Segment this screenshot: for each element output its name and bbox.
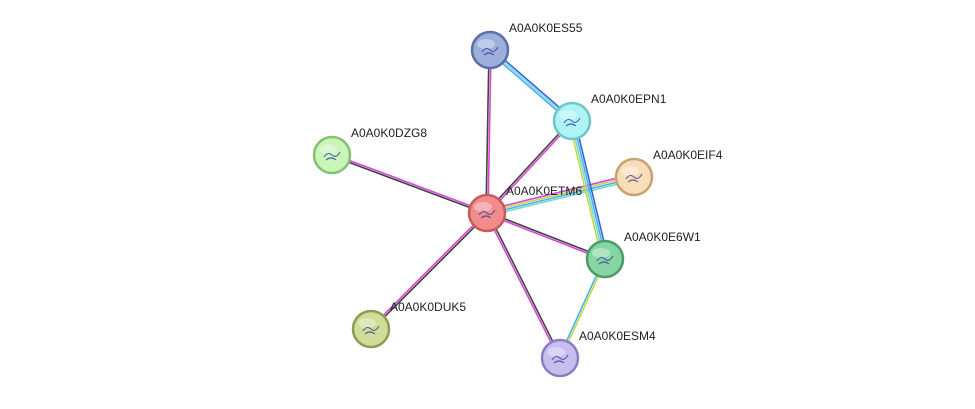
edge-line — [568, 121, 603, 260]
edge-line — [371, 213, 489, 331]
node-label: A0A0K0EIF4 — [653, 148, 723, 162]
edge-A0A0K0ETM6-A0A0K0DZG8 — [331, 153, 488, 215]
edge-line — [487, 212, 562, 358]
edge-line — [331, 155, 487, 215]
edge-A0A0K0EPN1-A0A0K0E6W1 — [568, 120, 609, 260]
node-label: A0A0K0DZG8 — [351, 126, 427, 140]
node-label: A0A0K0ETM6 — [506, 184, 582, 198]
edge-line — [485, 119, 572, 213]
edge-line — [486, 173, 634, 211]
node-A0A0K0EPN1[interactable]: A0A0K0EPN1 — [552, 92, 667, 141]
edge-line — [487, 211, 606, 259]
node-highlight — [474, 202, 492, 212]
protein-structure-icon — [551, 354, 569, 364]
edge-line — [332, 153, 488, 213]
node-label: A0A0K0DUK5 — [390, 300, 466, 314]
node-A0A0K0DZG8[interactable]: A0A0K0DZG8 — [312, 126, 427, 175]
edge-A0A0K0ETM6-A0A0K0DUK5 — [369, 211, 489, 331]
edge-A0A0K0ETM6-A0A0K0E6W1 — [486, 211, 606, 261]
edge-line — [572, 120, 607, 259]
node-highlight — [319, 144, 337, 154]
node-highlight — [477, 39, 495, 49]
edge-line — [486, 175, 634, 213]
node-label: A0A0K0ESM4 — [579, 329, 656, 343]
edge-line — [487, 179, 635, 217]
edge-line — [570, 121, 605, 260]
protein-structure-icon — [478, 209, 496, 219]
node-highlight — [592, 248, 610, 258]
node-A0A0K0E6W1[interactable]: A0A0K0E6W1 — [585, 230, 701, 279]
protein-structure-icon — [625, 173, 643, 183]
edge-layer — [331, 47, 635, 359]
edge-A0A0K0ETM6-A0A0K0EIF4 — [486, 173, 635, 217]
node-highlight — [621, 166, 639, 176]
edge-line — [487, 177, 635, 215]
edge-line — [369, 211, 487, 329]
node-A0A0K0ES55[interactable]: A0A0K0ES55 — [470, 21, 583, 70]
node-A0A0K0DUK5[interactable]: A0A0K0DUK5 — [351, 300, 466, 349]
node-label: A0A0K0EPN1 — [591, 92, 667, 106]
protein-structure-icon — [323, 151, 341, 161]
edge-A0A0K0ETM6-A0A0K0EPN1 — [485, 119, 574, 215]
node-highlight — [358, 318, 376, 328]
node-highlight — [559, 110, 577, 120]
edge-A0A0K0ETM6-A0A0K0ES55 — [485, 49, 492, 214]
protein-structure-icon — [563, 117, 581, 127]
edge-line — [574, 120, 609, 259]
node-label: A0A0K0ES55 — [509, 21, 583, 35]
edge-line — [487, 50, 492, 214]
node-highlight — [547, 347, 565, 357]
protein-structure-icon — [362, 325, 380, 335]
node-layer: A0A0K0ETM6 A0A0K0ES55A0A0K0EPN1A0A0K0DZG8… — [312, 21, 723, 378]
node-A0A0K0EIF4[interactable]: A0A0K0EIF4 — [614, 148, 723, 197]
protein-structure-icon — [481, 46, 499, 56]
node-A0A0K0ETM6[interactable]: A0A0K0ETM6 — [467, 184, 582, 233]
edge-line — [486, 213, 605, 261]
edge-A0A0K0ETM6-A0A0K0ESM4 — [485, 212, 562, 359]
node-A0A0K0ESM4[interactable]: A0A0K0ESM4 — [540, 329, 656, 378]
edge-line — [485, 49, 490, 213]
edge-line — [485, 213, 560, 359]
edge-line — [487, 121, 574, 215]
node-label: A0A0K0E6W1 — [624, 230, 701, 244]
protein-structure-icon — [596, 255, 614, 265]
